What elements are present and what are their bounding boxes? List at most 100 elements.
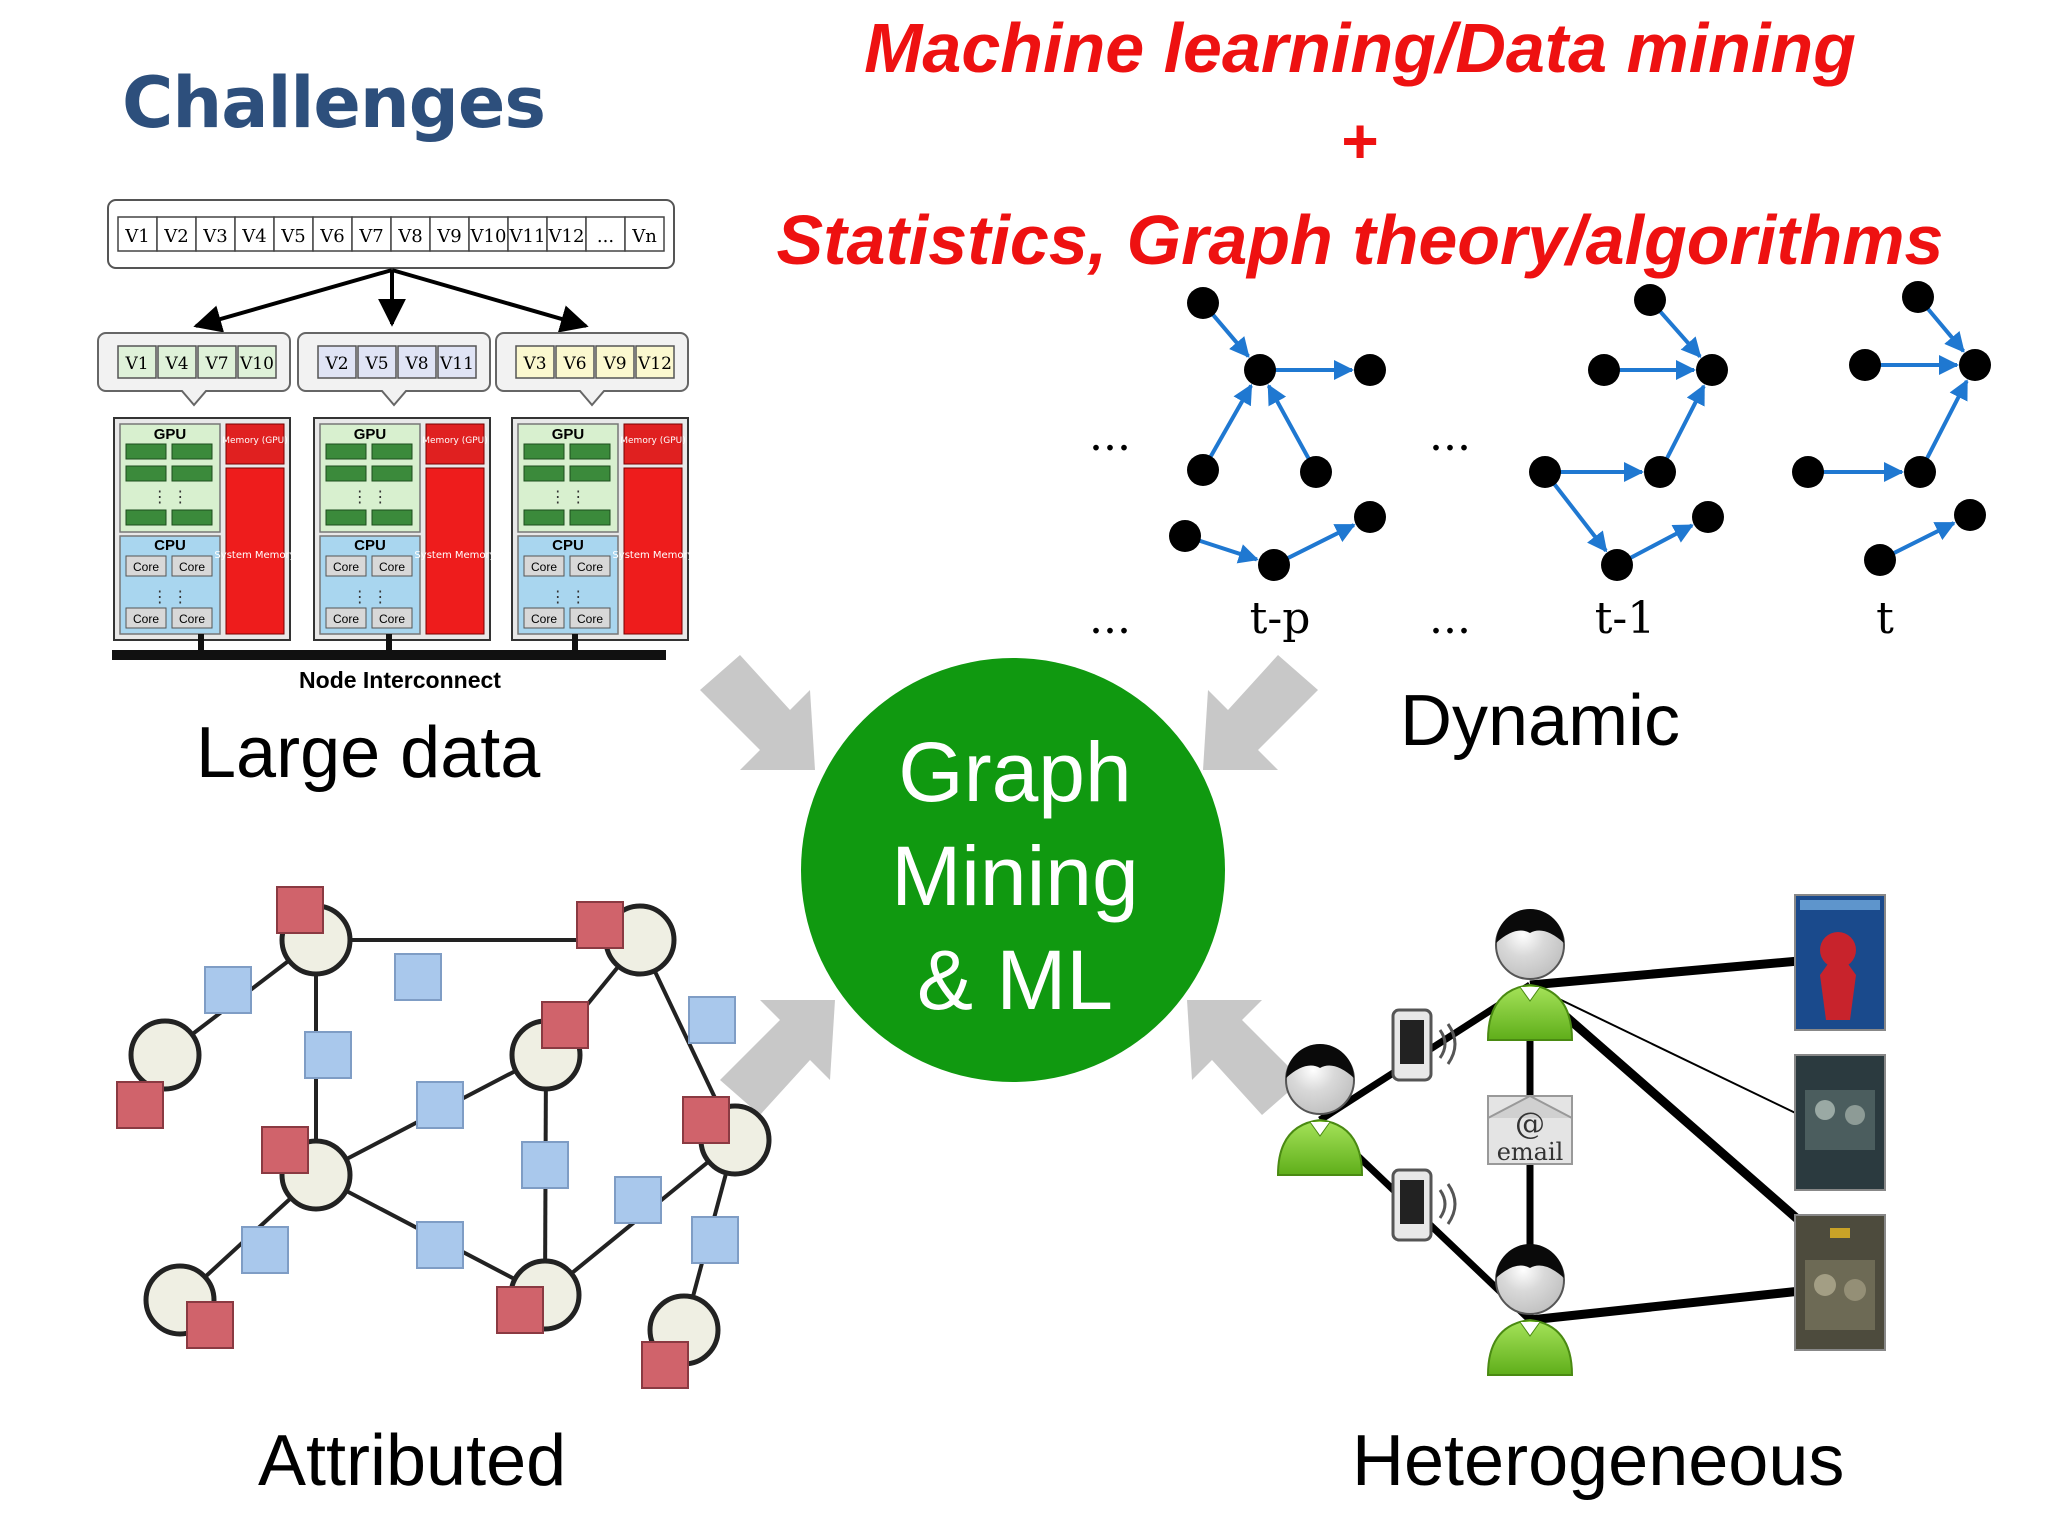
interconnect-stub [572,634,578,654]
phone-icon [1391,1168,1457,1242]
attribute-blue-square [204,966,252,1014]
group-cell-label: V12 [637,354,672,374]
group-cell [555,345,595,379]
vector-cell [507,216,548,252]
graph-node [1354,501,1386,533]
header-plus: + [1341,105,1379,177]
challenges-title: Challenges [122,62,546,144]
graph-node [1904,456,1936,488]
cpu-core [125,607,167,629]
vector-cell [195,216,236,252]
graph-snapshot [1792,281,1991,576]
gpu-dots: ⋮ ⋮ [550,489,586,506]
graph-node [1692,501,1724,533]
graph-node [1187,287,1219,319]
email-at-sign: @ [1515,1107,1545,1142]
attribute-blue-square [614,1176,662,1224]
center-line-2: Mining [891,829,1139,923]
attribute-blue-square [241,1226,289,1274]
gpu-core-block [125,509,167,526]
graph-node [1954,499,1986,531]
system-memory-label: System Memory [214,550,295,561]
center-label: Graph Mining & ML [805,720,1225,1032]
vector-cell-label: V11 [509,226,546,247]
graph-snapshot [1169,287,1386,581]
attribute-red-square [261,1126,309,1174]
group-cell [157,345,197,379]
cpu-core [125,555,167,577]
graph-node [1529,456,1561,488]
caption-large-data: Large data [196,713,541,793]
arrow-from-attributed [720,1000,835,1115]
cpu-dots: ⋮ ⋮ [152,589,188,606]
cpu-core [171,555,213,577]
vector-cell-label: Vn [631,226,657,247]
graph-node [1792,456,1824,488]
group-cell [317,345,357,379]
vector-cell-label: V12 [548,226,585,247]
gpu-core-block [125,465,167,482]
cpu-core-label: Core [133,560,159,574]
distribute-arrow-3 [391,268,589,333]
attribute-red-square [116,1081,164,1129]
persons [1276,909,1574,1376]
heterogeneous-panel: @ email [1276,894,1886,1376]
graph-node [1169,520,1201,552]
system-memory [623,467,683,635]
time-label: t [1876,593,1894,644]
cpu-core-label: Core [333,612,359,626]
cpu-core-label: Core [577,560,603,574]
movie-poster-3 [1794,1214,1886,1351]
vector-cell [390,216,431,252]
directed-edge [1266,384,1311,460]
group-cell [397,345,437,379]
group-cell-label: V2 [324,354,348,374]
cpu-core [523,607,565,629]
attribute-blue-square [521,1141,569,1189]
time-label: t-1 [1595,593,1656,644]
directed-edge [1658,309,1702,359]
cpu-label: CPU [354,537,386,554]
cpu-core [523,555,565,577]
gpu-core-block [371,509,413,526]
directed-edge [1208,383,1253,458]
directed-edge [1665,384,1706,460]
time-label: ... [1089,593,1131,644]
gpu-core-block [523,465,565,482]
system-memory [425,467,485,635]
person-icon [1486,909,1574,1041]
vector-cell-label: V1 [124,226,149,247]
gpu-core-block [171,443,213,460]
group-cell [197,345,237,379]
arrow-from-dynamic [1203,655,1318,770]
attribute-red-square [276,886,324,934]
graph-node [1244,354,1276,386]
gpu-core-block [569,465,611,482]
graph-node [1849,349,1881,381]
graph-node [1696,354,1728,386]
cpu-label: CPU [552,537,584,554]
edge [1529,1285,1811,1325]
caption-heterogeneous: Heterogeneous [1352,1421,1845,1501]
person-icon [1276,1044,1364,1176]
vector-cell [117,216,158,252]
edge [1529,955,1811,990]
ellipsis-mid: ... [1089,410,1131,461]
group-cell [357,345,397,379]
directed-edge [1198,538,1259,564]
graph-node [1258,549,1290,581]
group-cell [635,345,675,379]
group-cell [437,345,477,379]
gpu-core-block [371,465,413,482]
center-circle [801,658,1225,1082]
vector-cell [429,216,470,252]
attribute-red-square [496,1286,544,1334]
gpu-dots: ⋮ ⋮ [352,489,388,506]
cpu-core [569,607,611,629]
directed-edge [1926,307,1965,353]
gpu-core-block [171,465,213,482]
graph-node [1601,549,1633,581]
